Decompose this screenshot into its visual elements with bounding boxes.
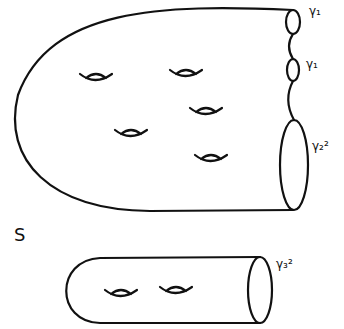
boundary-circle [286, 10, 300, 34]
boundary-label: γ₁ [309, 5, 321, 17]
boundary-label: γ₃² [276, 258, 293, 270]
boundary-label: γ₂² [312, 140, 329, 152]
boundary-circle [287, 59, 299, 81]
genus-holes [105, 287, 192, 296]
surface-outline [66, 257, 260, 323]
boundary-label: γ₁ [306, 58, 318, 70]
surface-label: S [14, 226, 25, 244]
genus-holes [80, 70, 227, 161]
boundary-circle [280, 120, 308, 210]
boundary-circle [248, 257, 272, 323]
surface-outline [15, 8, 293, 211]
surface-waist [288, 81, 294, 120]
surface-waist [289, 34, 293, 59]
